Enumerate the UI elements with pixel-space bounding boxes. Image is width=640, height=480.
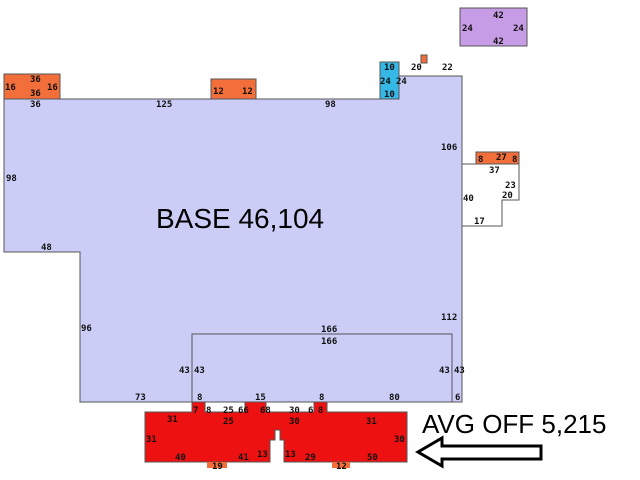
dim-inner-left-a: 43 (179, 366, 190, 376)
blue-box (379, 61, 400, 100)
arrow-icon (415, 435, 543, 469)
dim-wing-left: 40 (463, 194, 474, 204)
dim-off-inner-f: 6 (308, 406, 313, 416)
office-below-b (332, 462, 350, 468)
office-area-polygon (144, 401, 408, 463)
base-inner-outline (191, 333, 453, 402)
dim-off-inner-h: 30 (289, 417, 300, 427)
dim-base-bottom-right: 80 (389, 393, 400, 403)
dim-base-left: 98 (6, 174, 17, 184)
dim-base-top-left: 36 (30, 100, 41, 110)
dim-tl-bottom: 36 (30, 89, 41, 99)
dim-purple-bottom: 42 (493, 37, 504, 47)
dim-tl-right: 16 (47, 83, 58, 93)
dim-blue-right: 24 (396, 77, 407, 87)
purple-box (459, 7, 528, 47)
dim-base-lower-left: 96 (81, 324, 92, 334)
dim-off-bottom-mid-a: 41 (238, 453, 249, 463)
dim-orange-right-b: 27 (496, 153, 507, 163)
dim-wing-right-b: 20 (502, 191, 513, 201)
dim-off-small-a: 8 (206, 406, 211, 416)
dim-inner-right-a: 43 (439, 366, 450, 376)
dim-off-top-left: 31 (167, 415, 178, 425)
dim-base-bottom-mid: 15 (255, 393, 266, 403)
dim-off-top-right: 31 (366, 417, 377, 427)
porch-right (475, 151, 520, 165)
dim-wing-right-a: 23 (505, 181, 516, 191)
dim-base-bottom-right-corner: 6 (455, 393, 460, 403)
dim-mid-left: 12 (213, 87, 224, 97)
office-below-a (207, 462, 227, 468)
dim-off-bottom-mid-c: 13 (285, 450, 296, 460)
dim-off-below-b: 12 (336, 462, 347, 472)
dim-off-inner-e: 30 (289, 406, 300, 416)
dim-inner-top: 166 (321, 325, 337, 335)
porch-top-left (3, 73, 61, 100)
dim-small-a: 20 (411, 63, 422, 73)
dim-base-top-right: 98 (325, 100, 336, 110)
dim-blue-top: 10 (384, 63, 395, 73)
dim-purple-left: 24 (462, 24, 473, 34)
dim-blue-bottom: 10 (384, 90, 395, 100)
dim-off-inner-c: 66 (238, 406, 249, 416)
dim-blue-left: 24 (380, 77, 391, 87)
base-area-label: BASE 46,104 (156, 203, 324, 234)
dim-base-step-top: 48 (41, 243, 52, 253)
dim-off-bottom-right: 50 (367, 453, 378, 463)
dim-mid-right: 12 (242, 87, 253, 97)
dim-off-bottom-left: 40 (175, 453, 186, 463)
dim-base-bottom-post-a: 8 (197, 393, 202, 403)
office-area-label: AVG OFF 5,215 (422, 409, 606, 439)
dim-base-bottom-post-b: 8 (319, 393, 324, 403)
dim-base-right-lower: 112 (441, 313, 457, 323)
dim-off-bottom-mid-b: 13 (257, 450, 268, 460)
dim-base-right-upper: 106 (441, 143, 457, 153)
dim-tl-top: 36 (30, 75, 41, 85)
dim-off-inner-g: 8 (318, 406, 323, 416)
dim-off-inner-d: 68 (260, 406, 271, 416)
dim-off-right-side: 30 (394, 435, 405, 445)
dim-off-bottom-mid-d: 29 (305, 453, 316, 463)
dim-small-b: 22 (442, 63, 453, 73)
porch-top-mid (210, 78, 257, 100)
dim-off-inner-a: 25 (223, 406, 234, 416)
dim-purple-right: 24 (513, 24, 524, 34)
dim-inner-right-b: 43 (454, 366, 465, 376)
dim-tl-left: 16 (5, 83, 16, 93)
dim-purple-top: 42 (493, 11, 504, 21)
base-area-polygon (3, 75, 463, 403)
dim-inner-bottom: 166 (321, 337, 337, 347)
dim-base-top-mid: 125 (156, 100, 172, 110)
dim-off-left-side: 31 (146, 435, 157, 445)
dim-orange-right-c: 8 (512, 155, 517, 165)
dim-orange-right-a: 8 (478, 155, 483, 165)
porch-small-top (420, 54, 428, 64)
dim-base-bottom-left: 73 (135, 393, 146, 403)
dim-inner-left-b: 43 (194, 366, 205, 376)
dim-wing-top: 37 (489, 166, 500, 176)
dim-off-small-b: 7 (193, 406, 198, 416)
dim-off-below-a: 19 (212, 462, 223, 472)
dim-wing-bottom: 17 (474, 217, 485, 227)
dim-off-inner-b: 25 (223, 417, 234, 427)
